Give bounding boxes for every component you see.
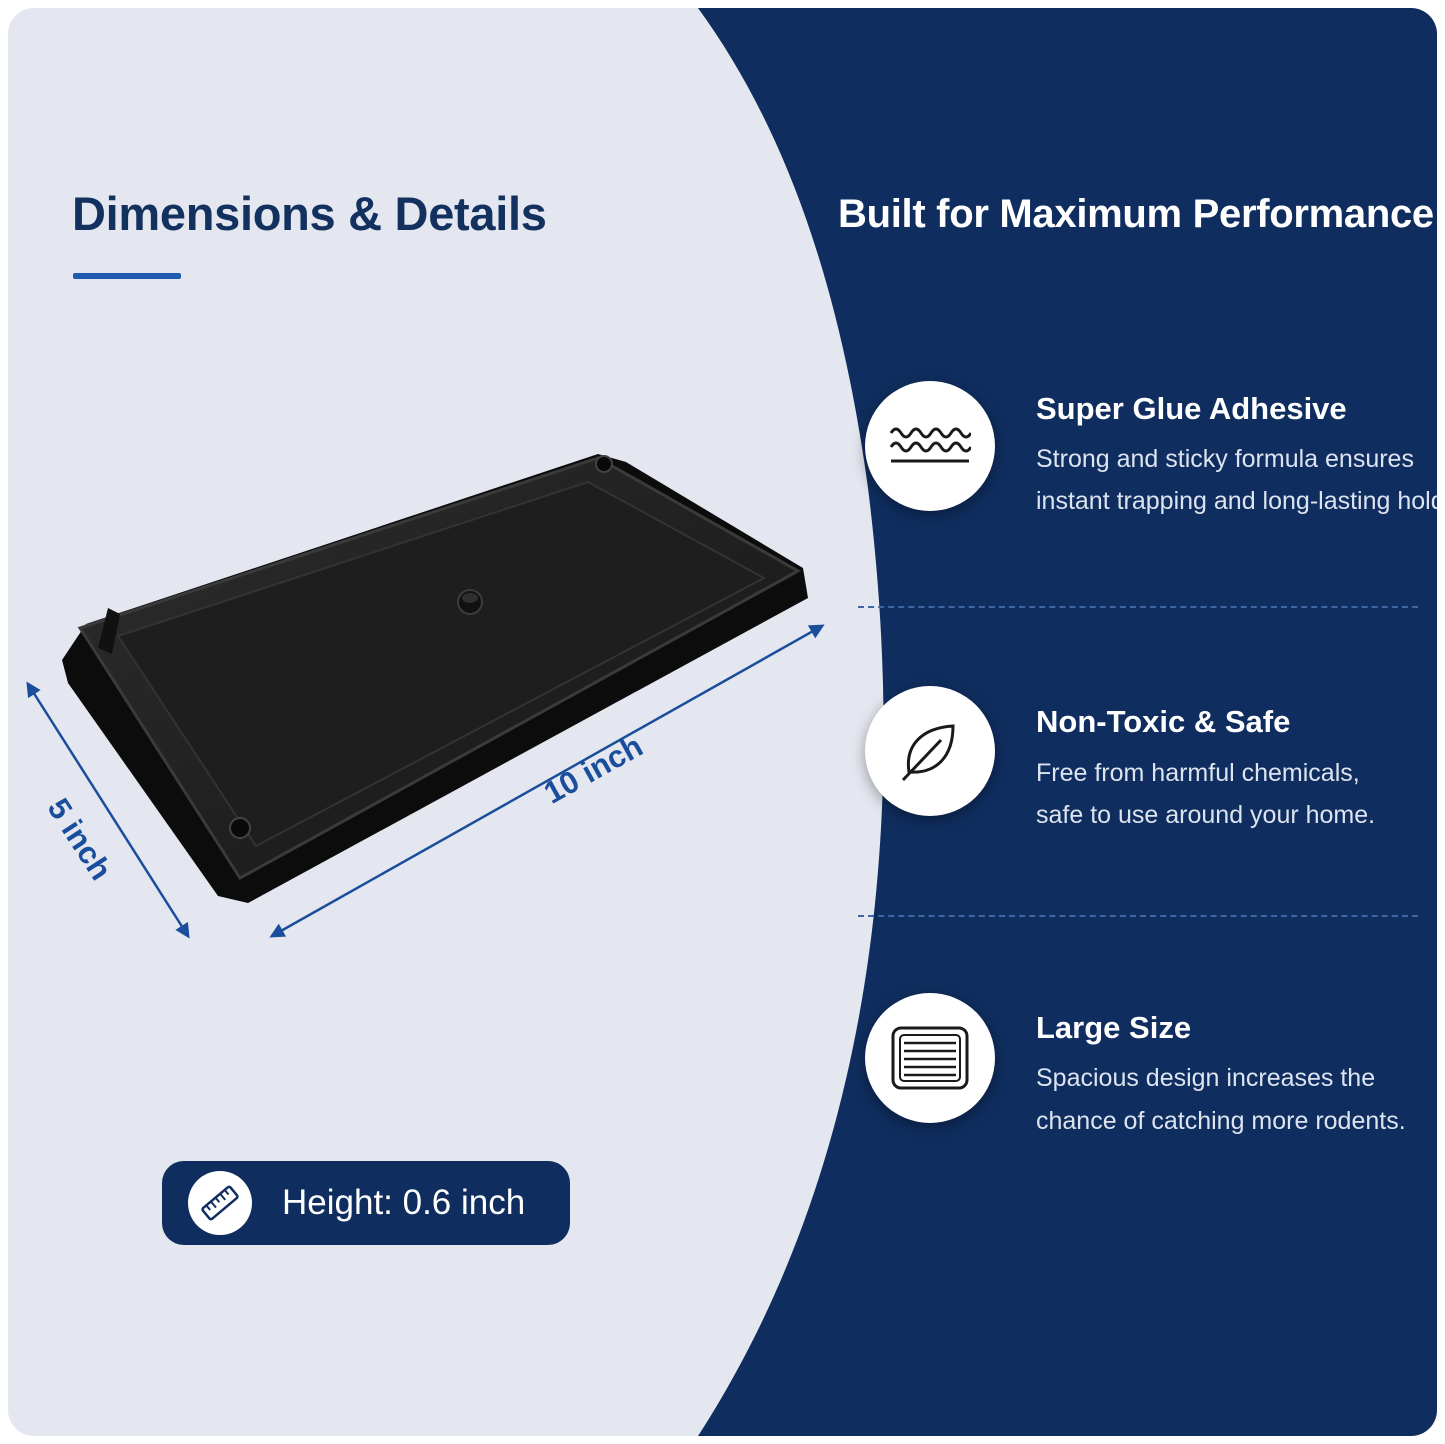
ruler-icon-circle bbox=[188, 1171, 252, 1235]
product-illustration bbox=[26, 454, 825, 939]
feature-title: Large Size bbox=[1036, 1010, 1192, 1045]
feature-title: Super Glue Adhesive bbox=[1036, 391, 1347, 426]
title-underline bbox=[73, 273, 181, 279]
section-title-performance: Built for Maximum Performance bbox=[838, 192, 1434, 236]
leaf-icon bbox=[901, 724, 955, 782]
waves-icon bbox=[889, 427, 971, 463]
width-arrow bbox=[269, 624, 825, 938]
feature-divider bbox=[858, 606, 1418, 608]
depth-arrow bbox=[26, 681, 190, 939]
feature-description-line: instant trapping and long-lasting hold. bbox=[1036, 487, 1437, 515]
feature-icon-circle bbox=[865, 993, 995, 1123]
feature-description-line: Strong and sticky formula ensures bbox=[1036, 445, 1414, 473]
height-label: Height: 0.6 inch bbox=[282, 1183, 526, 1222]
feature-divider bbox=[858, 915, 1418, 917]
feature-icon-circle bbox=[865, 686, 995, 816]
ruler-icon bbox=[201, 1185, 239, 1221]
feature-title: Non-Toxic & Safe bbox=[1036, 704, 1291, 739]
feature-icon-circle bbox=[865, 381, 995, 511]
glue-tray bbox=[62, 454, 808, 903]
feature-description-line: safe to use around your home. bbox=[1036, 801, 1376, 829]
height-badge: Height: 0.6 inch bbox=[162, 1161, 570, 1245]
grid-board-icon bbox=[891, 1026, 969, 1090]
feature-description-line: Free from harmful chemicals, bbox=[1036, 759, 1360, 787]
feature-description-line: chance of catching more rodents. bbox=[1036, 1107, 1406, 1135]
feature-description-line: Spacious design increases the bbox=[1036, 1064, 1376, 1092]
infographic-frame: Dimensions & Details 10 inch 5 inc bbox=[8, 8, 1437, 1436]
section-title-dimensions: Dimensions & Details bbox=[72, 187, 547, 240]
